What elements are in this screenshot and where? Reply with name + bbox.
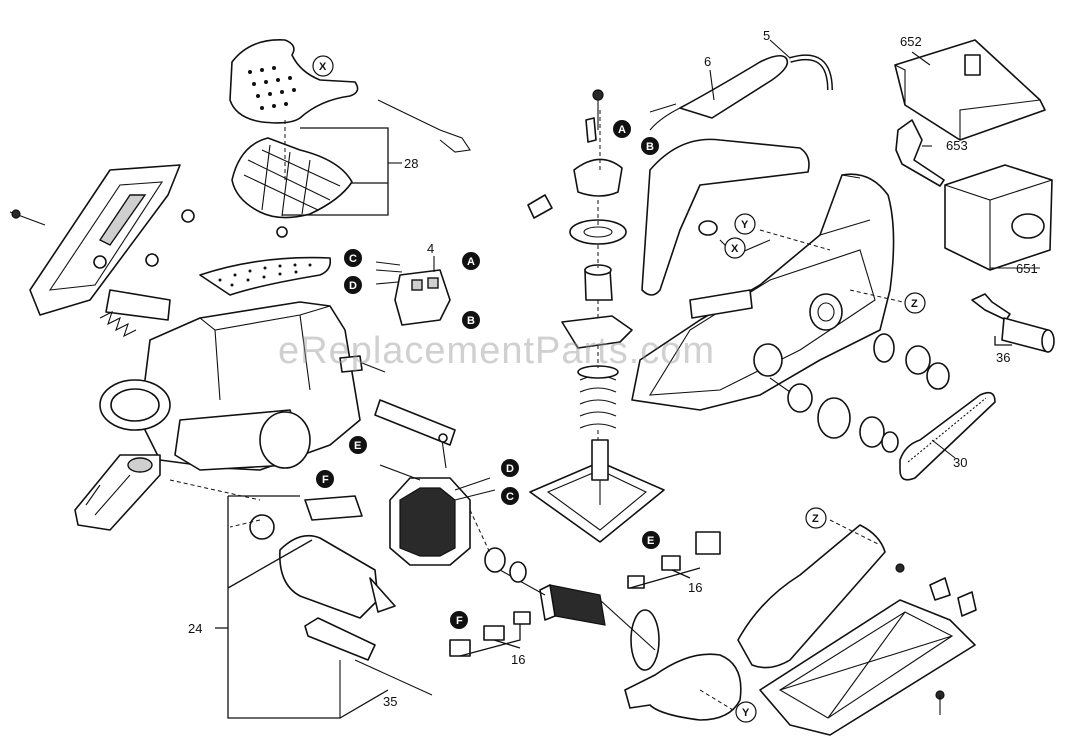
callout-f-brush: F (450, 611, 468, 629)
bracket-16-lower (459, 624, 521, 657)
small-bolts (339, 355, 448, 469)
part-number-36: 36 (996, 350, 1010, 365)
callout-c-switch: C (344, 249, 362, 267)
svg-text:Z: Z (812, 513, 819, 525)
callout-d-switch: D (344, 276, 362, 294)
bracket-16-upper (629, 567, 701, 589)
motor-field (379, 464, 496, 566)
part-number-28: 28 (404, 156, 418, 171)
pulley-parts (769, 333, 950, 453)
callout-z-shoe: Z (805, 507, 827, 529)
base-shoe (737, 524, 977, 736)
part-number-6: 6 (704, 54, 711, 69)
callout-b-top: B (641, 137, 659, 155)
callout-e-brush: E (642, 531, 660, 549)
callout-a-top: A (613, 120, 631, 138)
power-cord (649, 54, 833, 131)
side-cover (9, 164, 195, 316)
svg-text:E: E (647, 535, 654, 547)
drive-belt-30 (899, 391, 996, 481)
part-number-652: 652 (900, 34, 922, 49)
callout-e-field: E (349, 436, 367, 454)
callout-a-switch: A (462, 252, 480, 270)
planer-base-body (631, 138, 895, 411)
callout-d-field: D (501, 459, 519, 477)
capacitor-24 (249, 514, 433, 696)
part-number-4: 4 (427, 241, 434, 256)
svg-text:B: B (467, 315, 475, 327)
svg-text:X: X (319, 61, 327, 73)
part-number-35: 35 (383, 694, 397, 709)
bracket-36 (994, 336, 1012, 346)
svg-text:Y: Y (742, 707, 750, 719)
leader-lines (169, 110, 904, 711)
depth-knob-assembly (527, 89, 665, 543)
dust-bag-651 (944, 164, 1053, 271)
svg-text:Z: Z (911, 298, 918, 310)
part-number-5: 5 (763, 28, 770, 43)
brush-holder-f (304, 495, 363, 521)
part-number-16-upper: 16 (688, 580, 702, 595)
brush-plate (374, 399, 456, 446)
svg-text:A: A (467, 256, 475, 268)
part-number-16-lower: 16 (511, 652, 525, 667)
switch-part (375, 261, 451, 326)
slider-block (105, 289, 171, 321)
svg-text:X: X (731, 243, 739, 255)
callout-f-field: F (316, 470, 334, 488)
callout-y-body: Y (734, 213, 756, 235)
callout-z-body: Z (904, 292, 926, 314)
svg-text:C: C (349, 253, 357, 265)
bracket-653 (895, 119, 945, 187)
svg-text:B: B (646, 141, 654, 153)
svg-text:E: E (354, 440, 361, 452)
callout-x-handle: X (312, 55, 334, 77)
part-number-651: 651 (1016, 261, 1038, 276)
spring-small (99, 310, 137, 338)
svg-text:A: A (618, 124, 626, 136)
guide-fence-652 (894, 39, 1046, 141)
svg-text:D: D (349, 280, 357, 292)
armature (484, 547, 660, 671)
svg-text:Y: Y (741, 219, 749, 231)
fan-guard (624, 653, 742, 721)
callout-x-body: X (724, 237, 746, 259)
bracket-28 (282, 127, 389, 216)
wrench-36 (971, 293, 1055, 353)
callout-y-guard: Y (735, 701, 757, 723)
svg-text:F: F (322, 474, 329, 486)
handle-grip-cover (231, 137, 353, 238)
rear-handle-part (229, 39, 471, 153)
part-number-30: 30 (953, 455, 967, 470)
svg-text:D: D (506, 463, 514, 475)
main-housing (74, 301, 361, 531)
bracket-24 (215, 495, 389, 719)
part-number-24: 24 (188, 621, 202, 636)
callout-c-field: C (501, 487, 519, 505)
part-number-653: 653 (946, 138, 968, 153)
carbon-brushes-upper (627, 531, 721, 589)
svg-text:F: F (456, 615, 463, 627)
callout-b-switch: B (462, 311, 480, 329)
svg-text:C: C (506, 491, 514, 503)
